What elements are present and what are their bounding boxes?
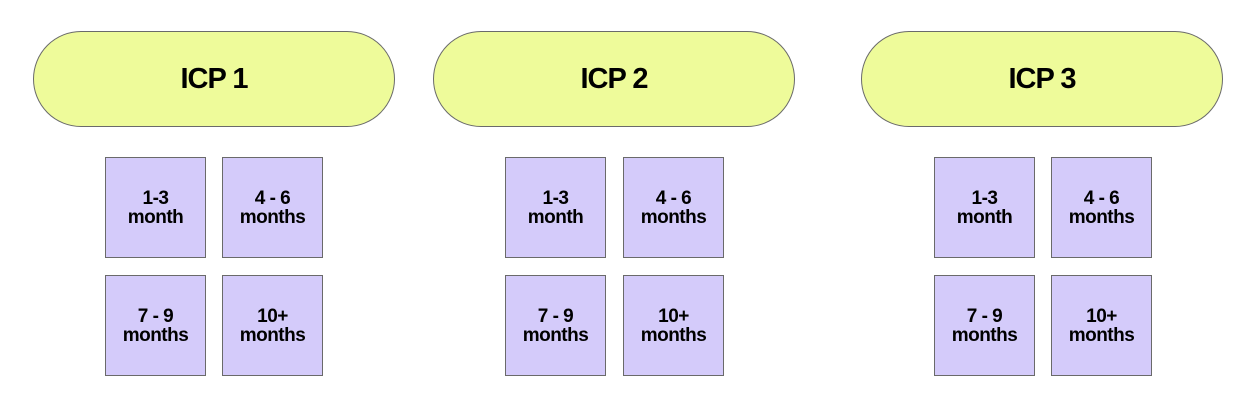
icp-group-3: ICP 3 1-3 month 4 - 6 months 7 - 9 month…	[861, 0, 1225, 420]
duration-tile-4-6-months: 4 - 6 months	[1051, 157, 1152, 258]
duration-tile-7-9-months: 7 - 9 months	[105, 275, 206, 376]
icp-group-2: ICP 2 1-3 month 4 - 6 months 7 - 9 month…	[433, 0, 797, 420]
duration-tile-10-plus-months: 10+ months	[623, 275, 724, 376]
duration-tile-4-6-months: 4 - 6 months	[623, 157, 724, 258]
duration-tile-10-plus-months: 10+ months	[1051, 275, 1152, 376]
duration-tile-1-3-month: 1-3 month	[934, 157, 1035, 258]
icp-title-pill: ICP 2	[433, 31, 795, 127]
duration-tile-1-3-month: 1-3 month	[105, 157, 206, 258]
icp-title-pill: ICP 1	[33, 31, 395, 127]
icp-title-pill: ICP 3	[861, 31, 1223, 127]
duration-tile-7-9-months: 7 - 9 months	[934, 275, 1035, 376]
duration-tile-1-3-month: 1-3 month	[505, 157, 606, 258]
duration-tile-4-6-months: 4 - 6 months	[222, 157, 323, 258]
duration-tile-10-plus-months: 10+ months	[222, 275, 323, 376]
icp-group-1: ICP 1 1-3 month 4 - 6 months 7 - 9 month…	[33, 0, 397, 420]
duration-tile-7-9-months: 7 - 9 months	[505, 275, 606, 376]
